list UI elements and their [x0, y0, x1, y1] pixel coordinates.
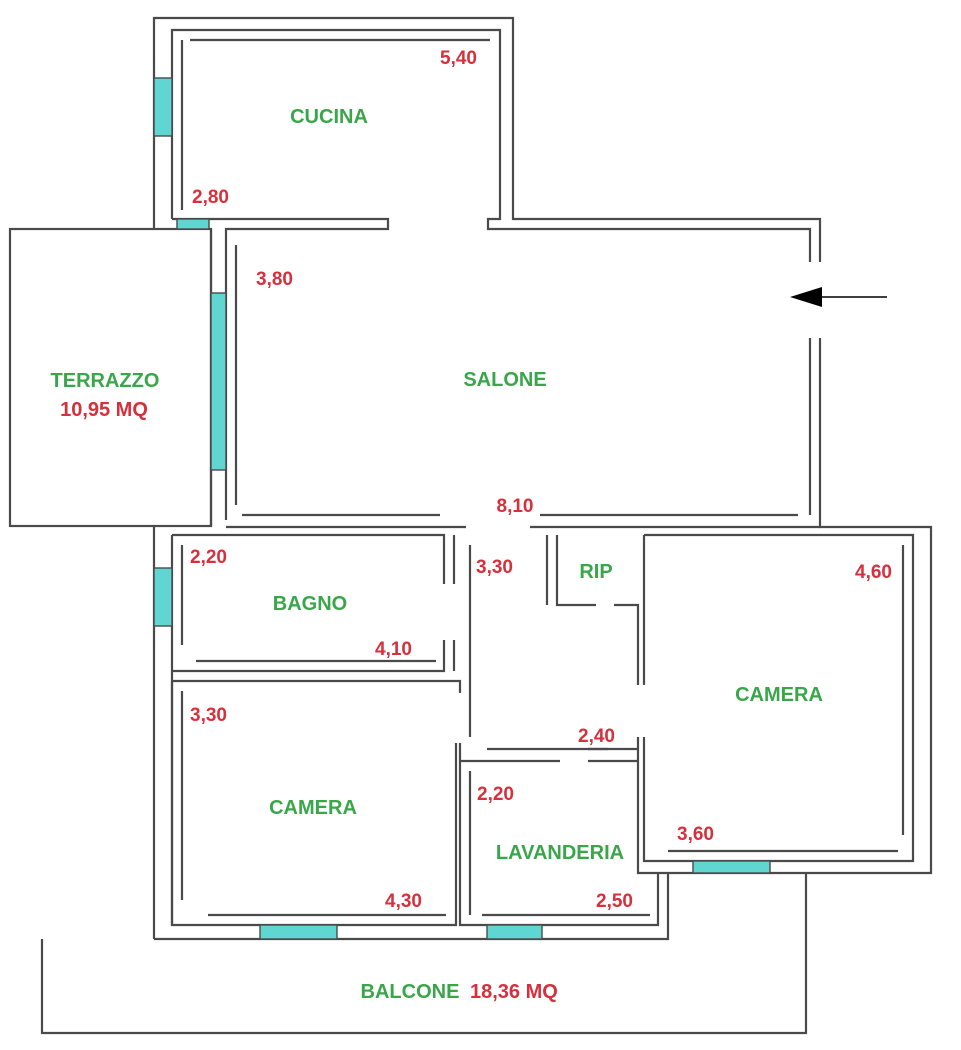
camera-right-outer-bottom [636, 737, 806, 875]
bagno-wall-r [172, 640, 446, 673]
dim-salone-depth: 3,80 [256, 269, 293, 290]
room-label-camera-right: CAMERA [735, 684, 823, 706]
lavanderia-top-wall [458, 743, 660, 927]
window-lavanderia [486, 924, 543, 940]
room-label-lavanderia: LAVANDERIA [496, 842, 624, 864]
room-label-terrazzo: TERRAZZO [51, 370, 160, 392]
kitchen-inner-wall [170, 28, 812, 262]
window-salone-terrazzo [210, 292, 227, 471]
bagno-wall-b2 [172, 679, 462, 693]
dim-cucina-width: 5,40 [440, 48, 477, 69]
dim-cucina-depth: 2,80 [192, 187, 229, 208]
dim-salone-width: 8,10 [497, 496, 534, 517]
dim-camera-right-width: 3,60 [677, 824, 714, 845]
room-label-balcone: BALCONE [361, 981, 460, 1003]
rip-walls [555, 535, 596, 607]
salone-right-wall [806, 338, 933, 875]
bagno-walls [172, 533, 446, 584]
dim-bagno-depth: 2,20 [190, 547, 227, 568]
camera-right-walls [642, 533, 915, 863]
dim-corridor-width: 2,40 [578, 726, 615, 747]
rip-walls-2 [614, 603, 640, 685]
window-camera-right [692, 860, 771, 874]
dim-camera-left-width: 4,30 [385, 891, 422, 912]
dim-bagno-width: 4,10 [375, 639, 412, 660]
entrance-arrow-icon [790, 287, 887, 307]
room-label-rip: RIP [579, 561, 612, 583]
dim-lavanderia-width: 2,50 [596, 891, 633, 912]
balcone-outline [40, 873, 808, 1035]
dim-camera-right-depth: 4,60 [855, 562, 892, 583]
dim-corridor-depth: 3,30 [476, 557, 513, 578]
window-bagno [153, 567, 173, 627]
walls [8, 16, 933, 1035]
dim-camera-left-depth: 3,30 [190, 705, 227, 726]
balcone-area: 18,36 MQ [470, 981, 558, 1003]
window-kitchen-bottom [176, 218, 210, 230]
entrance-arrow-head [790, 287, 822, 307]
window-kitchen-left [153, 77, 173, 137]
dim-lavanderia-depth: 2,20 [477, 784, 514, 805]
terrazzo-area: 10,95 MQ [60, 399, 148, 421]
room-label-bagno: BAGNO [273, 593, 347, 615]
kitchen-salone-wall [172, 217, 390, 520]
room-label-camera-left: CAMERA [269, 797, 357, 819]
room-labels: CUCINA SALONE TERRAZZO 10,95 MQ BAGNO RI… [51, 106, 823, 1003]
window-camera-left [259, 924, 338, 940]
room-label-cucina: CUCINA [290, 106, 368, 128]
dimension-labels: 5,40 2,80 3,80 8,10 2,20 4,10 3,30 4,60 … [190, 48, 892, 912]
kitchen-outer-wall [152, 16, 822, 262]
room-label-salone: SALONE [463, 369, 546, 391]
windows [153, 77, 771, 940]
